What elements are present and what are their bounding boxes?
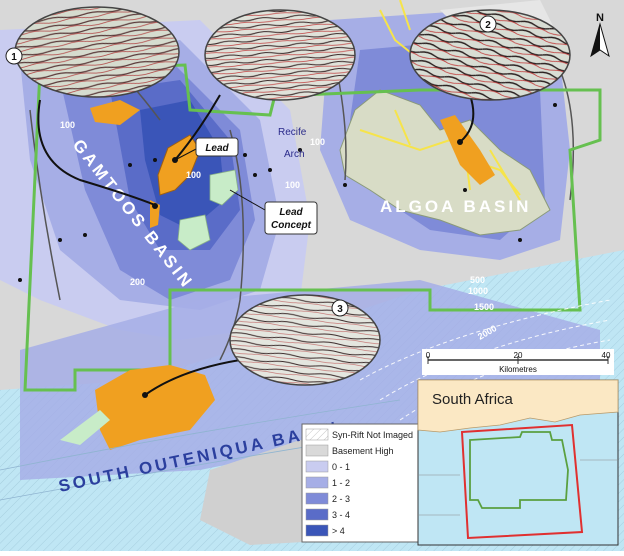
legend-label: 0 - 1 (332, 462, 350, 472)
contour-label: 100 (285, 180, 300, 190)
contour-label: 1000 (468, 286, 488, 296)
seismic-callout-3: 2 (409, 9, 571, 145)
inset-land (417, 379, 619, 433)
lead-north (90, 100, 140, 125)
inset-country-label: South Africa (432, 391, 514, 408)
seismic-callout-1: 1 (5, 6, 180, 209)
lead-concept-label-box: Lead Concept (229, 189, 318, 235)
legend-label: 2 - 3 (332, 494, 350, 504)
contour-label: 100 (310, 137, 325, 147)
north-label: N (596, 12, 604, 24)
legend: Syn-Rift Not Imaged Basement High 0 - 1 … (301, 423, 423, 543)
recife-label-1: Recife (278, 127, 307, 138)
legend-label: Basement High (332, 446, 394, 456)
contour-label: 100 (186, 170, 201, 180)
lead-outeniqua (95, 365, 215, 450)
lead-concept-label-1: Lead (279, 207, 303, 218)
contour-label: 100 (60, 120, 75, 130)
inset-block-outline (469, 431, 569, 509)
north-arrow: N (590, 12, 610, 58)
legend-label: 3 - 4 (332, 510, 350, 520)
scale-tick: 20 (514, 351, 523, 360)
inset-extent-box (460, 423, 584, 540)
scale-bar: 0 20 40 Kilometres (422, 349, 614, 375)
callout-number: 2 (485, 20, 491, 31)
lead-concept-1 (209, 169, 239, 206)
algoa-basin-label: ALGOA BASIN (380, 197, 531, 216)
scale-tick: 0 (426, 351, 431, 360)
contour-label: 500 (470, 275, 485, 285)
concept-outeniqua (60, 410, 110, 445)
lead-concept-label-2: Concept (271, 220, 312, 231)
contour-label: 1500 (474, 302, 494, 312)
seismic-callout-2 (172, 9, 356, 163)
algoa-syn-rift (339, 89, 551, 236)
contour-label: 200 (130, 277, 145, 287)
well-markers (18, 103, 557, 282)
legend-label: Syn-Rift Not Imaged (332, 430, 413, 440)
license-block-outline (23, 63, 602, 392)
legend-label: 1 - 2 (332, 478, 350, 488)
lead-concept-2 (177, 214, 211, 251)
seismic-callout-4: 3 (142, 294, 381, 398)
scale-unit: Kilometres (499, 365, 537, 374)
callout-number: 1 (11, 52, 17, 63)
lead-algoa (440, 115, 495, 185)
lead-label-box: Lead (174, 137, 239, 161)
legend-label: > 4 (332, 526, 345, 536)
recife-label-2: Arch (284, 149, 305, 160)
callout-number: 3 (337, 304, 343, 315)
lead-label: Lead (205, 143, 229, 154)
scale-tick: 40 (602, 351, 611, 360)
inset-map: South Africa (417, 379, 619, 546)
